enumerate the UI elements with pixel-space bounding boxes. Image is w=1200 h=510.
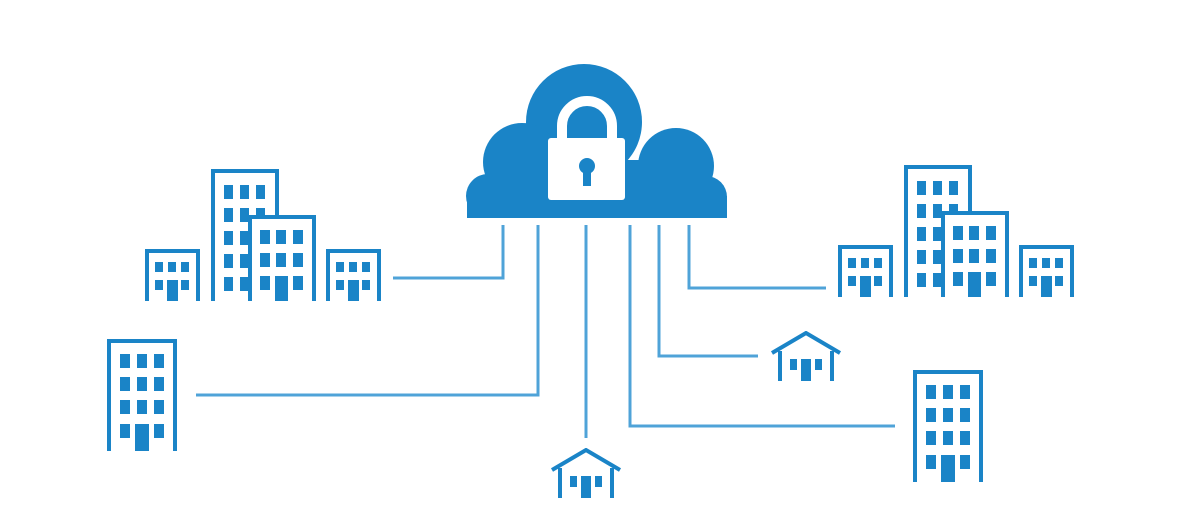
office-building-left bbox=[107, 339, 177, 451]
connector-house-right bbox=[657, 225, 758, 358]
connector-office-building-right bbox=[628, 225, 895, 428]
office-building-icon bbox=[326, 249, 381, 301]
office-building-right bbox=[913, 370, 983, 482]
connector-office-cluster-left bbox=[393, 225, 505, 280]
office-building-icon bbox=[1019, 245, 1074, 297]
office-cluster-left bbox=[145, 169, 381, 301]
office-building-icon bbox=[838, 245, 893, 297]
connector-office-cluster-right bbox=[687, 225, 826, 290]
connector-office-building-left bbox=[196, 225, 540, 397]
padlock-icon bbox=[548, 96, 625, 200]
office-building-icon bbox=[250, 217, 314, 301]
office-building-icon bbox=[145, 249, 200, 301]
office-cluster-right bbox=[838, 165, 1074, 297]
house-bottom bbox=[550, 448, 622, 498]
house-right bbox=[770, 331, 842, 381]
cloud-icon bbox=[466, 64, 727, 218]
cloud-lock-icon bbox=[466, 64, 727, 218]
office-building-icon bbox=[943, 213, 1007, 297]
connector-lines bbox=[196, 225, 895, 438]
